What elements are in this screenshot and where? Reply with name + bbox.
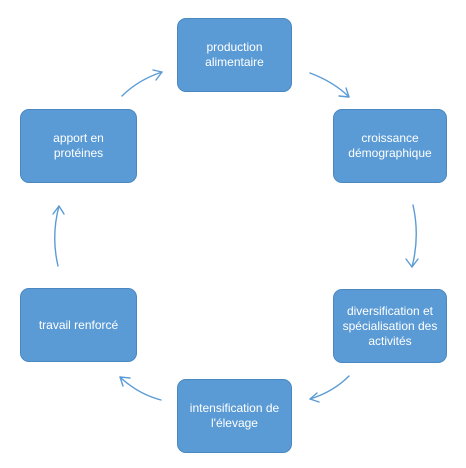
node-diversification: diversification et spécialisation des ac… [333, 289, 447, 363]
arrow-travail-to-proteines [52, 205, 65, 267]
node-travail-label: travail renforcé [38, 317, 119, 332]
arrow-proteines-to-production [121, 69, 163, 97]
node-proteines-label: apport en protéines [53, 131, 104, 160]
node-intensification-elevage: intensification de l'élevage [177, 379, 292, 453]
node-elevage-label: intensification de l'élevage [189, 401, 280, 430]
node-apport-proteines: apport en protéines [20, 109, 137, 183]
node-croissance-label: croissance démographique [348, 131, 432, 160]
arrow-croissance-to-diversification [405, 204, 419, 268]
node-travail-renforce: travail renforcé [20, 288, 137, 362]
node-production-alimentaire: production alimentaire [177, 18, 292, 92]
arrow-production-to-croissance [309, 72, 350, 98]
node-croissance-demographique: croissance démographique [333, 109, 447, 183]
node-diversification-label: diversification et spécialisation des ac… [342, 303, 438, 348]
arrow-elevage-to-travail [119, 376, 162, 401]
node-production-label: production alimentaire [205, 40, 264, 69]
arrow-diversification-to-elevage [309, 375, 350, 403]
